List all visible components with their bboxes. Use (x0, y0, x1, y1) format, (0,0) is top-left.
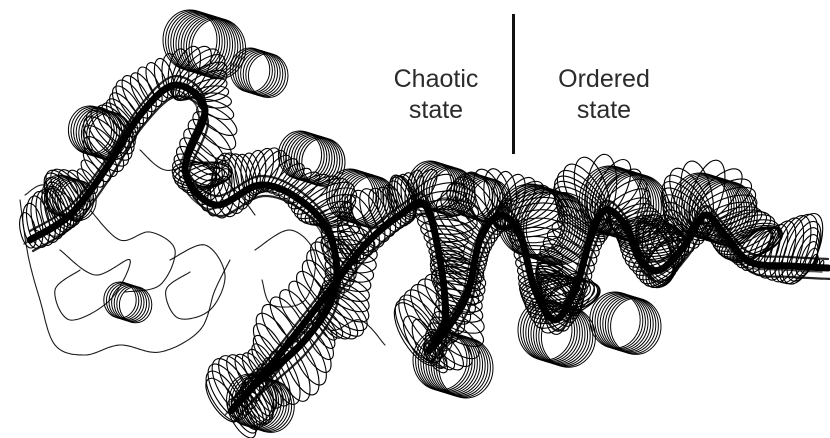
chaotic-state-label-line1: Chaotic (372, 64, 500, 95)
ordered-state-label: Ordered state (540, 64, 668, 126)
ring-lobe-15 (104, 282, 152, 323)
ring-lobe-8 (518, 300, 595, 367)
lobe-ring (291, 135, 334, 183)
chaotic-state-label: Chaotic state (372, 64, 500, 126)
lobe-ring (289, 134, 332, 182)
loose-filament-5 (90, 210, 175, 292)
lobe-ring (419, 164, 462, 212)
loose-filament-4 (255, 230, 316, 307)
lobe-ring (286, 133, 329, 181)
ring-lobe-10 (590, 292, 661, 354)
lobe-ring (294, 136, 337, 184)
ordered-state-label-line1: Ordered (540, 64, 668, 95)
state-divider-line (512, 14, 515, 154)
ring-lobe-2 (230, 48, 288, 98)
lobe-ring (81, 110, 124, 158)
lobe-ring (71, 107, 114, 155)
ordered-state-label-line2: state (540, 95, 668, 126)
chaotic-state-label-line2: state (372, 95, 500, 126)
lobe-ring (416, 163, 459, 211)
